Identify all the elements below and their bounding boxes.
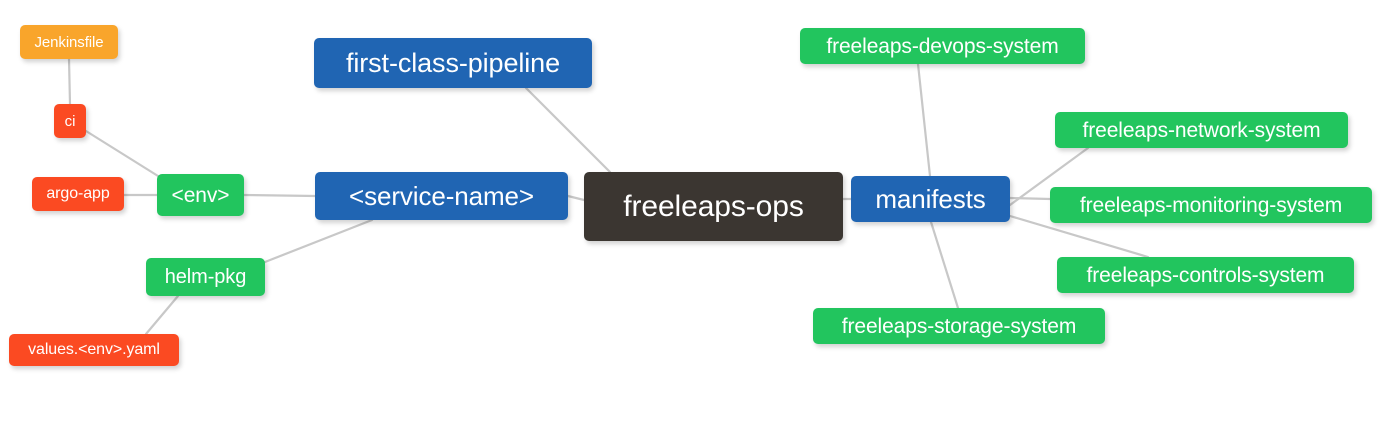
edge-values-helmpkg — [144, 294, 180, 336]
node-freeleaps-monitoring-system[interactable]: freeleaps-monitoring-system — [1050, 187, 1372, 223]
node-label-manifests: manifests — [875, 184, 986, 214]
node-label-freeleaps-ops: freeleaps-ops — [623, 189, 804, 223]
node-freeleaps-storage-system[interactable]: freeleaps-storage-system — [813, 308, 1105, 344]
node-label-helm-pkg: helm-pkg — [164, 266, 247, 288]
edge-ci-env — [84, 129, 160, 178]
edge-helmpkg-servicename — [263, 218, 374, 264]
node-helm-pkg[interactable]: helm-pkg — [146, 258, 265, 296]
edge-jenkinsfile-ci — [67, 57, 72, 106]
node-values-env-yaml[interactable]: values.<env>.yaml — [9, 334, 179, 366]
node-label-freeleaps-devops-system: freeleaps-devops-system — [826, 34, 1059, 58]
node-label-freeleaps-network-system: freeleaps-network-system — [1082, 118, 1321, 142]
node-freeleaps-ops[interactable]: freeleaps-ops — [584, 172, 843, 241]
node-jenkinsfile[interactable]: Jenkinsfile — [20, 25, 118, 59]
node-label-env: <env> — [171, 183, 230, 207]
edge-manifests-devops — [916, 62, 932, 178]
node-label-jenkinsfile: Jenkinsfile — [34, 33, 104, 51]
edge-env-servicename — [242, 193, 317, 198]
edge-manifests-monitoring — [1008, 196, 1052, 201]
node-first-class-pipeline[interactable]: first-class-pipeline — [314, 38, 592, 88]
node-label-first-class-pipeline: first-class-pipeline — [345, 47, 561, 78]
edge-pipeline-ops — [524, 86, 612, 174]
node-label-values-env-yaml: values.<env>.yaml — [28, 341, 160, 358]
node-env[interactable]: <env> — [157, 174, 244, 216]
node-service-name[interactable]: <service-name> — [315, 172, 568, 220]
node-label-service-name: <service-name> — [348, 181, 535, 211]
node-argo-app[interactable]: argo-app — [32, 177, 124, 211]
node-label-ci: ci — [64, 112, 76, 130]
edge-servicename-ops — [566, 194, 586, 202]
node-label-freeleaps-storage-system: freeleaps-storage-system — [841, 314, 1077, 338]
node-freeleaps-network-system[interactable]: freeleaps-network-system — [1055, 112, 1348, 148]
node-label-freeleaps-monitoring-system: freeleaps-monitoring-system — [1079, 193, 1343, 217]
edge-manifests-storage — [929, 220, 960, 310]
node-ci[interactable]: ci — [54, 104, 86, 138]
node-label-freeleaps-controls-system: freeleaps-controls-system — [1086, 263, 1325, 287]
node-freeleaps-devops-system[interactable]: freeleaps-devops-system — [800, 28, 1085, 64]
node-freeleaps-controls-system[interactable]: freeleaps-controls-system — [1057, 257, 1354, 293]
node-manifests[interactable]: manifests — [851, 176, 1010, 222]
node-label-argo-app: argo-app — [46, 185, 110, 202]
